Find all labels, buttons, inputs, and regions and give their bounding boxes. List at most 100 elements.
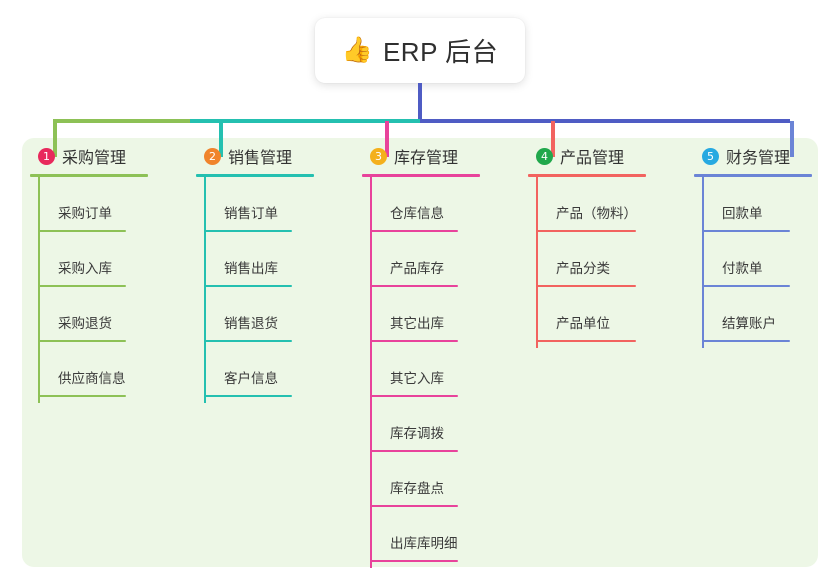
list-item-rule: [370, 340, 458, 342]
column-header-rule: [694, 174, 812, 177]
list-item-rule: [702, 285, 790, 287]
list-item-label: 其它入库: [390, 371, 444, 386]
column-header-rule: [30, 174, 148, 177]
hbar-segment-right-blue: [420, 119, 790, 123]
list-item-rule: [38, 285, 126, 287]
column-spine: [536, 177, 538, 348]
list-item-label: 采购订单: [58, 206, 112, 221]
diagram-background-panel: [22, 138, 818, 567]
list-item[interactable]: 结算账户: [694, 287, 819, 342]
column-header-rule: [196, 174, 314, 177]
list-item[interactable]: 仓库信息: [362, 177, 532, 232]
column-item-list: 仓库信息产品库存其它出库其它入库库存调拨库存盘点出库库明细: [362, 177, 532, 562]
column-title: 财务管理: [726, 150, 791, 167]
list-item-rule: [204, 285, 292, 287]
list-item[interactable]: 出库库明细: [362, 507, 532, 562]
list-item[interactable]: 产品库存: [362, 232, 532, 287]
list-item-rule: [370, 450, 458, 452]
list-item[interactable]: 采购入库: [30, 232, 190, 287]
column-item-list: 销售订单销售出库销售退货客户信息: [196, 177, 356, 397]
list-item-label: 结算账户: [722, 316, 776, 331]
list-item[interactable]: 产品单位: [528, 287, 703, 342]
list-item-label: 回款单: [722, 206, 763, 221]
diagram-column-1: 1 采购管理采购订单采购入库采购退货供应商信息: [30, 143, 190, 403]
list-item-rule: [536, 340, 636, 342]
column-title: 库存管理: [394, 150, 459, 167]
list-item-label: 付款单: [722, 261, 763, 276]
list-item[interactable]: 回款单: [694, 177, 819, 232]
list-item-label: 产品库存: [390, 261, 444, 276]
list-item-label: 库存盘点: [390, 481, 444, 496]
column-header-1[interactable]: 1 采购管理: [30, 143, 190, 169]
list-item-rule: [204, 395, 292, 397]
column-spine: [204, 177, 206, 403]
list-item[interactable]: 销售出库: [196, 232, 356, 287]
list-item-label: 库存调拨: [390, 426, 444, 441]
column-item-list: 回款单付款单结算账户: [694, 177, 819, 342]
list-item[interactable]: 采购订单: [30, 177, 190, 232]
list-item-label: 采购退货: [58, 316, 112, 331]
list-item-label: 销售退货: [224, 316, 278, 331]
list-item-label: 销售出库: [224, 261, 278, 276]
list-item-rule: [536, 285, 636, 287]
list-item[interactable]: 产品（物料）: [528, 177, 703, 232]
list-item-rule: [536, 230, 636, 232]
list-item[interactable]: 其它出库: [362, 287, 532, 342]
column-header-3[interactable]: 3 库存管理: [362, 143, 532, 169]
column-spine: [702, 177, 704, 348]
column-spine: [370, 177, 372, 568]
root-node-title: ERP 后台: [382, 37, 499, 67]
diagram-column-3: 3 库存管理仓库信息产品库存其它出库其它入库库存调拨库存盘点出库库明细: [362, 143, 532, 568]
list-item-rule: [204, 340, 292, 342]
hbar-segment-left-green: [53, 119, 190, 123]
column-title: 采购管理: [62, 150, 127, 167]
thumbs-up-icon: 👍: [341, 36, 373, 64]
list-item[interactable]: 销售订单: [196, 177, 356, 232]
list-item-rule: [38, 230, 126, 232]
list-item-rule: [370, 230, 458, 232]
column-title: 产品管理: [560, 150, 625, 167]
list-item-label: 客户信息: [224, 371, 278, 386]
column-spine: [38, 177, 40, 403]
column-item-list: 产品（物料） 产品分类产品单位: [528, 177, 703, 342]
column-header-rule: [362, 174, 480, 177]
list-item-label: 其它出库: [390, 316, 444, 331]
list-item-label: 产品单位: [556, 316, 610, 331]
root-connector-stem: [418, 83, 422, 121]
list-item-label: 产品分类: [556, 261, 610, 276]
list-item-rule: [370, 395, 458, 397]
list-item[interactable]: 客户信息: [196, 342, 356, 397]
list-item-label: 出库库明细: [390, 536, 458, 551]
list-item-rule: [370, 560, 458, 562]
list-item[interactable]: 产品分类: [528, 232, 703, 287]
drop-line-sales: [219, 121, 223, 157]
list-item-rule: [702, 230, 790, 232]
list-item-rule: [204, 230, 292, 232]
list-item-label: 销售订单: [224, 206, 278, 221]
list-item[interactable]: 销售退货: [196, 287, 356, 342]
list-item[interactable]: 供应商信息: [30, 342, 190, 397]
column-number-badge: 1: [38, 147, 55, 165]
list-item-label: 产品（物料）: [556, 206, 637, 221]
list-item[interactable]: 库存盘点: [362, 452, 532, 507]
list-item[interactable]: 库存调拨: [362, 397, 532, 452]
list-item-rule: [370, 285, 458, 287]
list-item[interactable]: 采购退货: [30, 287, 190, 342]
list-item[interactable]: 其它入库: [362, 342, 532, 397]
drop-line-inventory: [385, 121, 389, 157]
list-item-rule: [38, 340, 126, 342]
drop-line-finance: [790, 121, 794, 157]
root-node-card[interactable]: 👍 ERP 后台: [315, 18, 525, 83]
list-item-label: 采购入库: [58, 261, 112, 276]
list-item-rule: [702, 340, 790, 342]
column-item-list: 采购订单采购入库采购退货供应商信息: [30, 177, 190, 397]
column-number-badge: 3: [370, 147, 387, 165]
list-item[interactable]: 付款单: [694, 232, 819, 287]
list-item-rule: [38, 395, 126, 397]
